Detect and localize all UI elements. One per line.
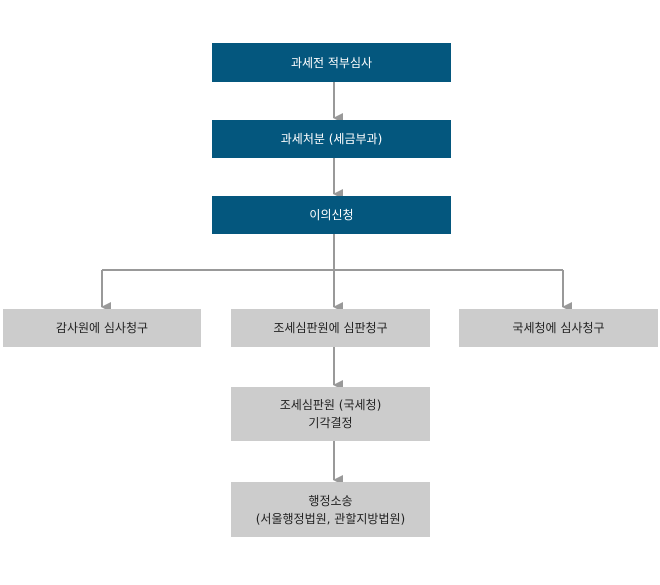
- tax-review-label: 과세전 적부심사: [290, 55, 373, 70]
- audit-board-box: 감사원에 심사청구: [3, 309, 201, 347]
- dismissal-line-2: 기각결정: [308, 416, 353, 430]
- admin-line-2: (서울행정법원, 관할지방법원): [255, 511, 406, 526]
- administrative-litigation-box: 행정소송 (서울행정법원, 관할지방법원): [231, 482, 430, 537]
- nts-review-label: 국세청에 심사청구: [512, 321, 605, 335]
- audit-board-label: 감사원에 심사청구: [55, 321, 149, 335]
- tax-disposition-box: 과세처분 (세금부과): [212, 120, 451, 158]
- objection-label: 이의신청: [309, 208, 354, 222]
- dismissal-line-1: 조세심판원 (국세청): [279, 398, 382, 412]
- tax-review-box: 과세전 적부심사: [212, 43, 451, 82]
- objection-box: 이의신청: [212, 196, 451, 234]
- admin-line-1: 행정소송: [308, 493, 353, 508]
- dismissal-decision-box: 조세심판원 (국세청) 기각결정: [231, 387, 430, 441]
- nts-review-box: 국세청에 심사청구: [459, 309, 658, 347]
- tax-disposition-label: 과세처분 (세금부과): [280, 132, 383, 146]
- tax-tribunal-box: 조세심판원에 심판청구: [231, 309, 430, 347]
- tax-tribunal-label: 조세심판원에 심판청구: [273, 321, 388, 335]
